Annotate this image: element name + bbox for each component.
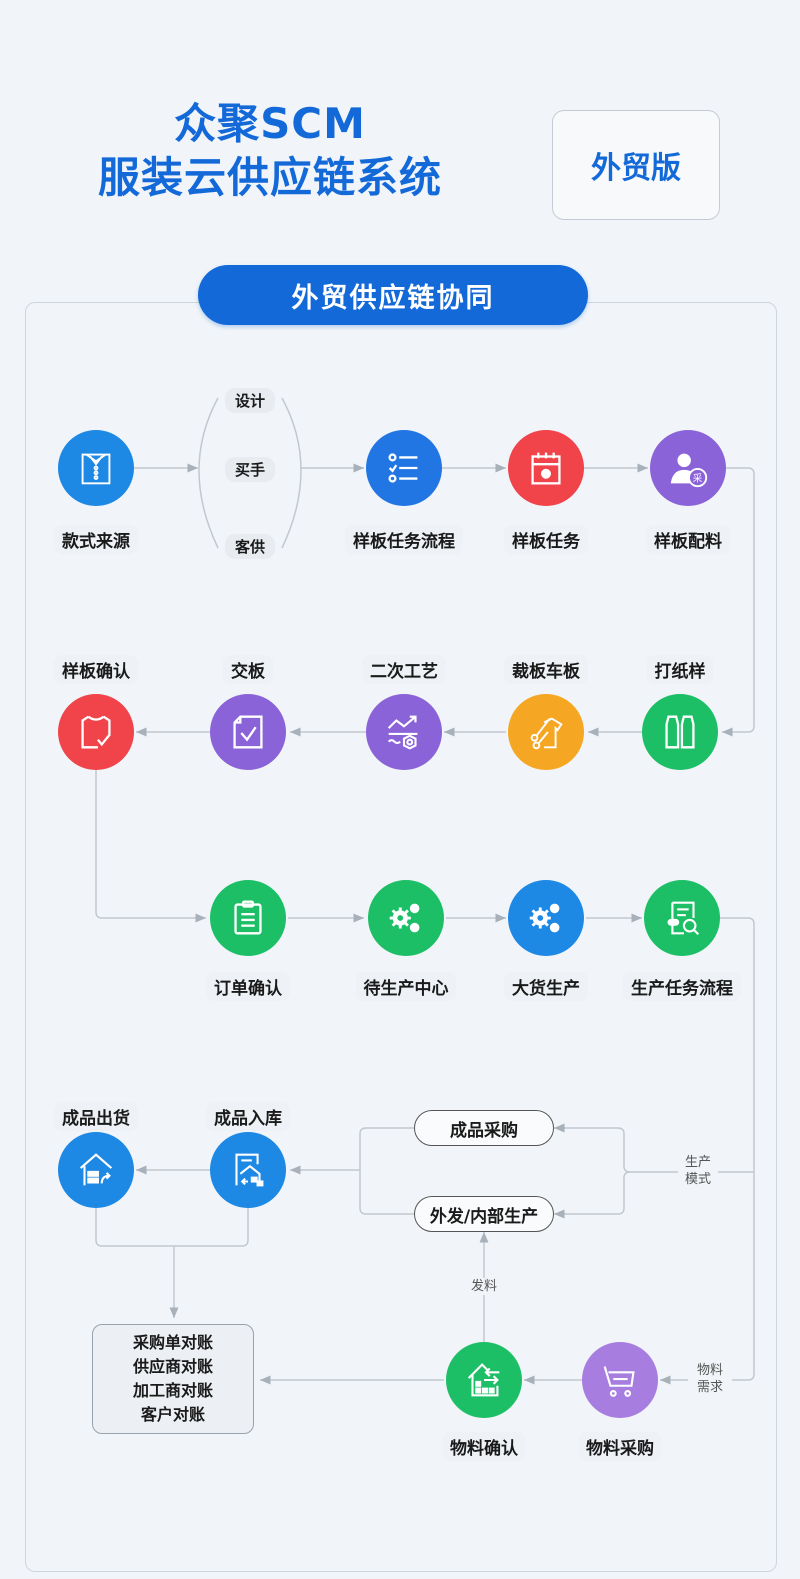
warehouse-in-icon: [235, 1153, 264, 1187]
node-order-confirm[interactable]: [210, 880, 286, 956]
document-check-icon: [233, 715, 263, 749]
node-secondary-process[interactable]: [366, 694, 442, 770]
node-paper-pattern[interactable]: [642, 694, 718, 770]
node-production-task-flow[interactable]: [644, 880, 720, 956]
gears-icon: [529, 903, 560, 933]
warehouse-out-icon: [79, 1153, 113, 1186]
label-sample-task: 样板任务: [504, 525, 588, 554]
recon-supplier: 供应商对账: [132, 1357, 213, 1376]
label-finished-inbound: 成品入库: [206, 1102, 290, 1131]
edition-badge: 外贸版: [552, 110, 720, 220]
edge-label-dispatch: 发料: [462, 1278, 506, 1295]
shirt-icon: [81, 453, 111, 485]
label-material-purchase: 物料采购: [578, 1432, 662, 1461]
process-trend-icon: [387, 715, 418, 750]
source-design[interactable]: 设计: [224, 388, 276, 413]
source-buyer[interactable]: 买手: [224, 457, 276, 482]
node-finished-inbound[interactable]: [210, 1132, 286, 1208]
label-paper-pattern: 打纸样: [646, 655, 714, 684]
node-material-purchase[interactable]: [582, 1342, 658, 1418]
label-production-task-flow: 生产任务流程: [623, 972, 741, 1001]
section-title-text: 外贸供应链协同: [291, 282, 495, 314]
recon-processor: 加工商对账: [132, 1381, 213, 1400]
user-purchase-icon: 采: [670, 453, 708, 488]
title-line-1: 众聚SCM: [174, 99, 366, 148]
node-finished-shipping[interactable]: [58, 1132, 134, 1208]
shirt-check-icon: [81, 715, 111, 749]
node-pending-production[interactable]: [368, 880, 444, 956]
label-pending-production: 待生产中心: [355, 972, 457, 1001]
recon-customer: 客户对账: [140, 1405, 205, 1424]
edge-label-production-mode: 生产模式: [678, 1154, 718, 1188]
section-title: 外贸供应链协同: [198, 265, 588, 325]
edge-label-material-demand: 物料需求: [688, 1362, 732, 1396]
document-search-icon: [667, 901, 700, 936]
pattern-vest-icon: [665, 715, 695, 749]
label-sample-confirm: 样板确认: [54, 655, 138, 684]
scissors-shirt-icon: [530, 717, 563, 750]
svg-text:采: 采: [693, 473, 703, 484]
label-material-confirm: 物料确认: [442, 1432, 526, 1461]
node-bulk-production[interactable]: [508, 880, 584, 956]
reconciliation-box[interactable]: 采购单对账 供应商对账 加工商对账 客户对账: [92, 1324, 254, 1434]
label-finished-shipping: 成品出货: [54, 1102, 138, 1131]
calendar-gear-icon: [531, 452, 561, 485]
label-style-source: 款式来源: [54, 525, 138, 554]
warehouse-transfer-icon: [467, 1363, 500, 1397]
mode-finished-purchase[interactable]: 成品采购: [414, 1110, 554, 1146]
clipboard-icon: [234, 900, 262, 935]
recon-purchase-order: 采购单对账: [132, 1333, 213, 1352]
page-title: 众聚SCM 服装云供应链系统: [60, 98, 480, 206]
source-customer[interactable]: 客供: [224, 534, 276, 559]
node-sample-materials[interactable]: 采: [650, 430, 726, 506]
label-bulk-production: 大货生产: [504, 972, 588, 1001]
label-submit-sample: 交板: [223, 655, 273, 684]
mode-outsource-internal[interactable]: 外发/内部生产: [414, 1196, 554, 1232]
gears-icon: [389, 903, 420, 933]
node-cut-sew-sample[interactable]: [508, 694, 584, 770]
cart-icon: [603, 1366, 635, 1397]
node-submit-sample[interactable]: [210, 694, 286, 770]
label-order-confirm: 订单确认: [206, 972, 290, 1001]
title-line-2: 服装云供应链系统: [97, 153, 442, 202]
label-sample-materials: 样板配料: [646, 525, 730, 554]
node-sample-task[interactable]: [508, 430, 584, 506]
checklist-icon: [388, 453, 418, 483]
label-sample-task-flow: 样板任务流程: [345, 525, 463, 554]
node-style-source[interactable]: [58, 430, 134, 506]
label-cut-sew-sample: 裁板车板: [504, 655, 588, 684]
edition-label: 外贸版: [591, 151, 681, 186]
node-material-confirm[interactable]: [446, 1342, 522, 1418]
node-sample-confirm[interactable]: [58, 694, 134, 770]
mode-outsource-internal-label: 外发/内部生产: [429, 1206, 539, 1227]
label-secondary-process: 二次工艺: [362, 655, 446, 684]
mode-finished-purchase-label: 成品采购: [450, 1120, 518, 1141]
node-sample-task-flow[interactable]: [366, 430, 442, 506]
